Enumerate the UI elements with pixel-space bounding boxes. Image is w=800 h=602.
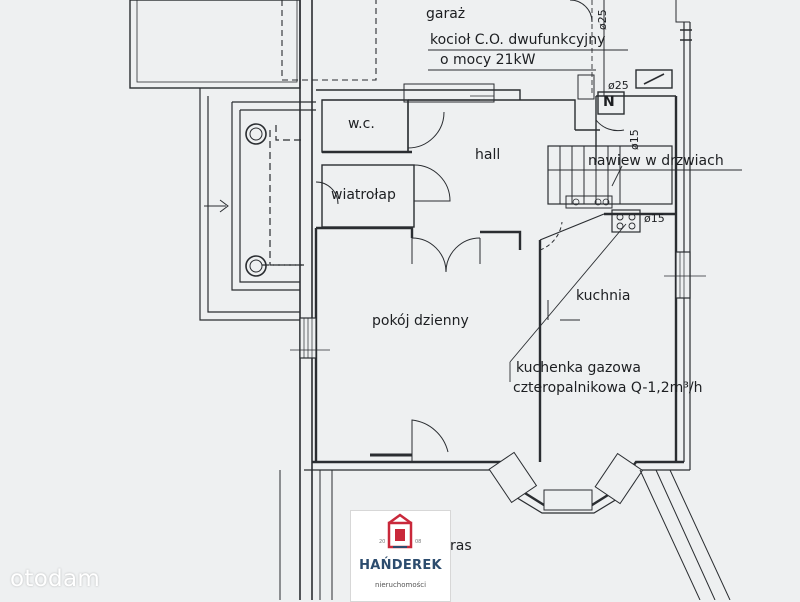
- windbreak-door-swing: [413, 164, 451, 202]
- pipe-label-phi25-a: ø25: [596, 9, 609, 30]
- label-windbreak: wiatrołap: [331, 187, 396, 203]
- otodam-watermark: otodam: [10, 566, 101, 592]
- vent-duct-bottom: [245, 255, 267, 277]
- boiler-unit: [577, 74, 595, 100]
- logo-year-right: 08: [415, 539, 421, 545]
- vent-duct-top: [245, 123, 267, 145]
- wc-door-swing: [407, 111, 445, 149]
- north-arrow-label: N: [603, 94, 615, 110]
- staircase: [547, 145, 673, 205]
- pipe-label-phi15-a: ø15: [628, 129, 641, 150]
- pipe-label-phi25-b: ø25: [608, 79, 629, 92]
- label-kitchen: kuchnia: [576, 288, 631, 304]
- label-boiler-line2: o mocy 21kW: [440, 52, 536, 68]
- label-wc: w.c.: [348, 116, 375, 132]
- pipe-label-phi15-b: ø15: [644, 212, 665, 225]
- label-terrace: ras: [450, 538, 472, 554]
- agency-name: HAŃDEREK: [359, 558, 442, 573]
- label-ventilation: nawiew w drzwiach: [588, 153, 724, 169]
- label-garage: garaż: [426, 6, 466, 22]
- label-stove-line2: czteropalnikowa Q-1,2m³/h: [513, 380, 703, 396]
- label-boiler-line1: kocioł C.O. dwufunkcyjny: [430, 32, 606, 48]
- label-hall: hall: [475, 147, 501, 163]
- label-living-room: pokój dzienny: [372, 313, 469, 329]
- garage-dashed-outline: [281, 0, 377, 81]
- gas-stove: [611, 209, 641, 233]
- logo-year-left: 20: [379, 539, 385, 545]
- north-arrow-box: [597, 91, 625, 115]
- terrace-door-swing: [411, 419, 449, 462]
- label-stove-line1: kuchenka gazowa: [516, 360, 641, 376]
- agency-logo-icon: 20 08: [379, 513, 421, 549]
- agency-logo[interactable]: 20 08 HAŃDEREK nieruchomości: [350, 510, 451, 602]
- walls: [129, 0, 742, 600]
- agency-tagline: nieruchomości: [374, 581, 427, 589]
